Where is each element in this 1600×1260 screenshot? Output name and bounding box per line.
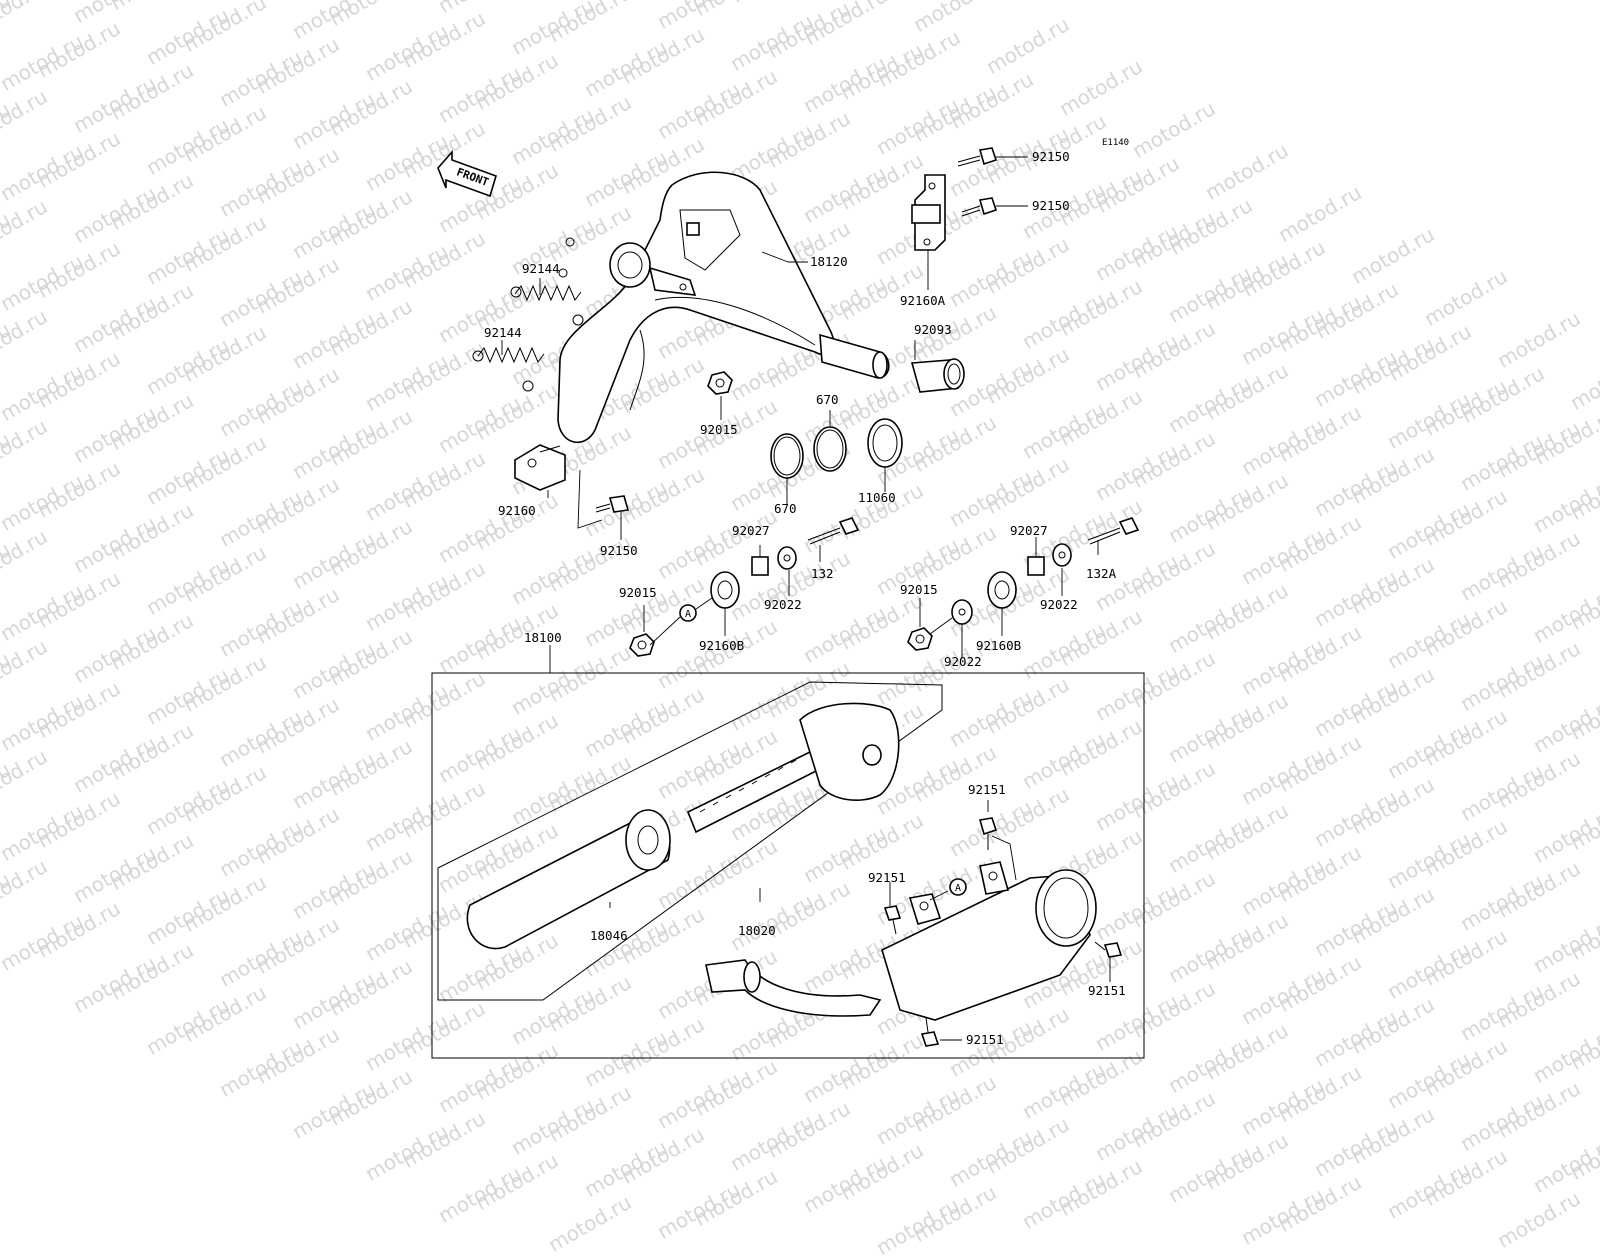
callout-18020: 18020 (738, 923, 776, 938)
callout-670: 670 (774, 501, 797, 516)
expansion-chamber (557, 171, 890, 444)
callout-92027: 92027 (1010, 523, 1048, 538)
front-arrow-icon: FRONT (437, 149, 497, 198)
diagram-drawing: FRONT (431, 147, 1145, 1059)
callout-670: 670 (816, 392, 839, 407)
inner-pipe-18020 (686, 702, 900, 834)
callout-18100: 18100 (524, 630, 562, 645)
callout-92093: 92093 (914, 322, 952, 337)
callout-92151: 92151 (1088, 983, 1126, 998)
callout-92144: 92144 (522, 261, 560, 276)
mount-set-right (907, 517, 1140, 651)
nut-92015-top (707, 371, 733, 395)
o-ring-670-right (813, 426, 847, 472)
bracket-92160A (911, 174, 946, 251)
callout-18046: 18046 (590, 928, 628, 943)
callout-92027: 92027 (732, 523, 770, 538)
callout-92144: 92144 (484, 325, 522, 340)
silencer-packing-18046 (466, 809, 671, 950)
callout-92151: 92151 (968, 782, 1006, 797)
callout-132: 132 (811, 566, 834, 581)
bolt-92151-right (1094, 941, 1123, 958)
leader-lines (501, 156, 1111, 1041)
ref-a-marker-left: A (679, 604, 697, 622)
callout-92022: 92022 (1040, 597, 1078, 612)
bolt-92150-mid (961, 197, 998, 217)
silencer-assembly-frame (431, 672, 1145, 1059)
svg-text:A: A (955, 883, 961, 894)
callout-92151: 92151 (868, 870, 906, 885)
bolt-92151-topright (978, 817, 998, 850)
callout-92015: 92015 (900, 582, 938, 597)
silencer-body (705, 861, 1097, 1021)
callout-92150: 92150 (1032, 198, 1070, 213)
bolt-92150-bottom (595, 495, 630, 513)
mount-set-left (629, 517, 860, 657)
callout-132A: 132A (1086, 566, 1117, 581)
callout-92160B: 92160B (976, 638, 1022, 653)
bolt-92150-top (957, 147, 998, 167)
bracket-92160 (514, 444, 566, 491)
spring-92144-bottom (472, 346, 545, 392)
diagram-code: E1140 (1102, 138, 1130, 148)
spring-92144-top (510, 284, 584, 326)
internals-frame (437, 681, 943, 1001)
callout-92022: 92022 (764, 597, 802, 612)
ref-a-marker-right: A (949, 878, 967, 896)
callout-92150: 92150 (600, 543, 638, 558)
bolt-92151-bottom (920, 1017, 940, 1047)
watermark-text: motod.ru (872, 1193, 964, 1260)
callout-92015: 92015 (619, 585, 657, 600)
callout-11060: 11060 (858, 490, 896, 505)
callout-92160B: 92160B (699, 638, 745, 653)
callout-18120: 18120 (810, 254, 848, 269)
callout-92150: 92150 (1032, 149, 1070, 164)
bolt-92151-left (883, 905, 902, 935)
svg-text:A: A (685, 609, 691, 620)
callout-92160A: 92160A (900, 293, 946, 308)
o-ring-670-left (770, 433, 804, 479)
callout-92160: 92160 (498, 503, 536, 518)
callout-92151: 92151 (966, 1032, 1004, 1047)
callout-92015: 92015 (700, 422, 738, 437)
watermark-text: motod.ru (544, 1190, 636, 1257)
sleeve-92093 (910, 358, 965, 393)
callout-92022: 92022 (944, 654, 982, 669)
